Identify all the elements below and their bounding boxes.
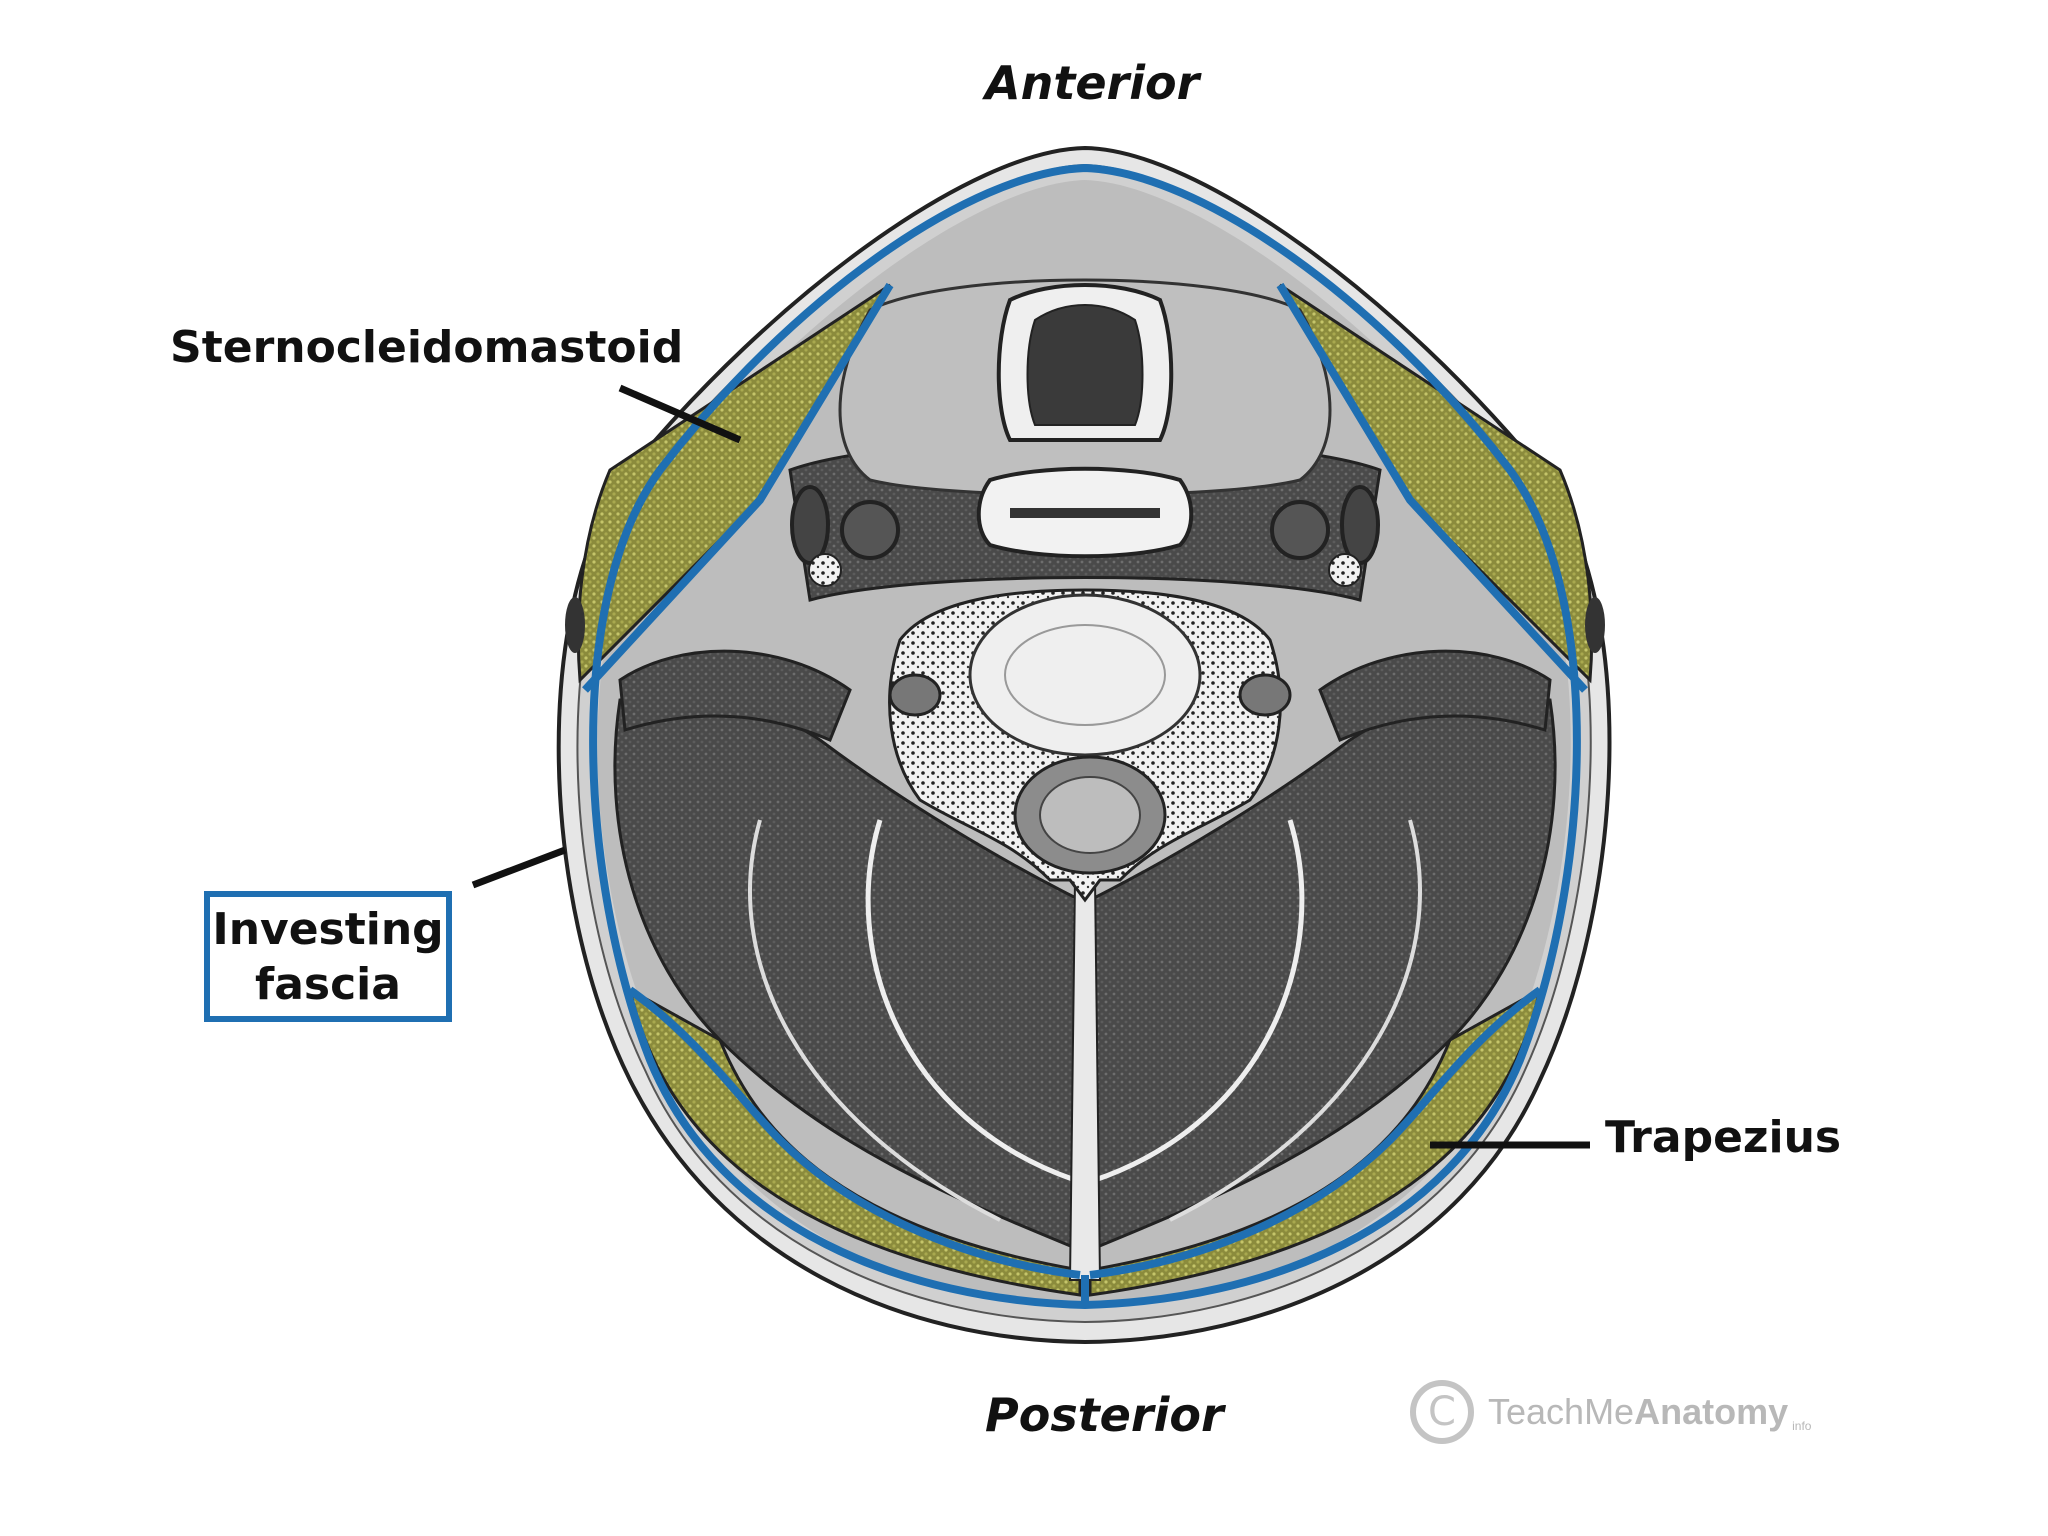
- trapezius-label: Trapezius: [1605, 1112, 1842, 1163]
- leader-line-sternocleidomastoid: [618, 384, 742, 444]
- esophagus-lumen: [1010, 508, 1160, 518]
- jugular-vein-left: [790, 485, 830, 565]
- splenius-right: [1169, 819, 1422, 1222]
- sternocleidomastoid-left: [576, 283, 892, 684]
- sternocleidomastoid-label: Sternocleidomastoid: [170, 322, 684, 373]
- vertebral-body: [968, 593, 1202, 757]
- watermark-bold: Anatomy: [1634, 1391, 1789, 1432]
- investing-fascia-scm-inner-left: [582, 282, 894, 693]
- vagus-nerve-left: [808, 553, 842, 587]
- semispinalis-left: [865, 819, 1076, 1183]
- vertebral-foramen-left: [888, 673, 942, 717]
- watermark-light: TeachMe: [1488, 1391, 1635, 1432]
- investing-fascia-label-line1: Investing: [212, 903, 444, 955]
- copyright-symbol: C: [1428, 1389, 1456, 1435]
- external-jugular-right: [1585, 597, 1605, 653]
- watermark-suffix: info: [1792, 1419, 1812, 1433]
- lateral-muscle-right: [1318, 649, 1552, 742]
- vertebral-body-rings: [1004, 624, 1166, 726]
- jugular-vein-right: [1340, 485, 1380, 565]
- sternocleidomastoid-right: [1278, 283, 1594, 684]
- spinal-cord: [1039, 776, 1141, 854]
- leader-line-investing-fascia: [471, 846, 567, 889]
- carotid-artery-right: [1270, 500, 1330, 560]
- lateral-muscle-left: [618, 649, 852, 742]
- carotid-artery-left: [840, 500, 900, 560]
- laryngeal-lumen: [1026, 304, 1144, 426]
- splenius-left: [748, 819, 1001, 1222]
- investing-fascia-trap-inner-left: [627, 986, 1081, 1279]
- copyright-icon: C: [1410, 1380, 1474, 1444]
- vertebral-foramen-right: [1238, 673, 1292, 717]
- orientation-posterior-label: Posterior: [985, 1388, 1224, 1442]
- investing-fascia-label-box: Investing fascia: [204, 891, 452, 1022]
- vagus-nerve-right: [1328, 553, 1362, 587]
- nuchal-septum: [1068, 879, 1102, 1281]
- semispinalis-right: [1094, 819, 1305, 1183]
- investing-fascia-scm-inner-right: [1276, 282, 1588, 693]
- investing-fascia-trap-inner-right: [1089, 986, 1543, 1279]
- external-jugular-left: [565, 597, 585, 653]
- investing-fascia-label-line2: fascia: [255, 958, 401, 1010]
- orientation-anterior-label: Anterior: [985, 56, 1200, 110]
